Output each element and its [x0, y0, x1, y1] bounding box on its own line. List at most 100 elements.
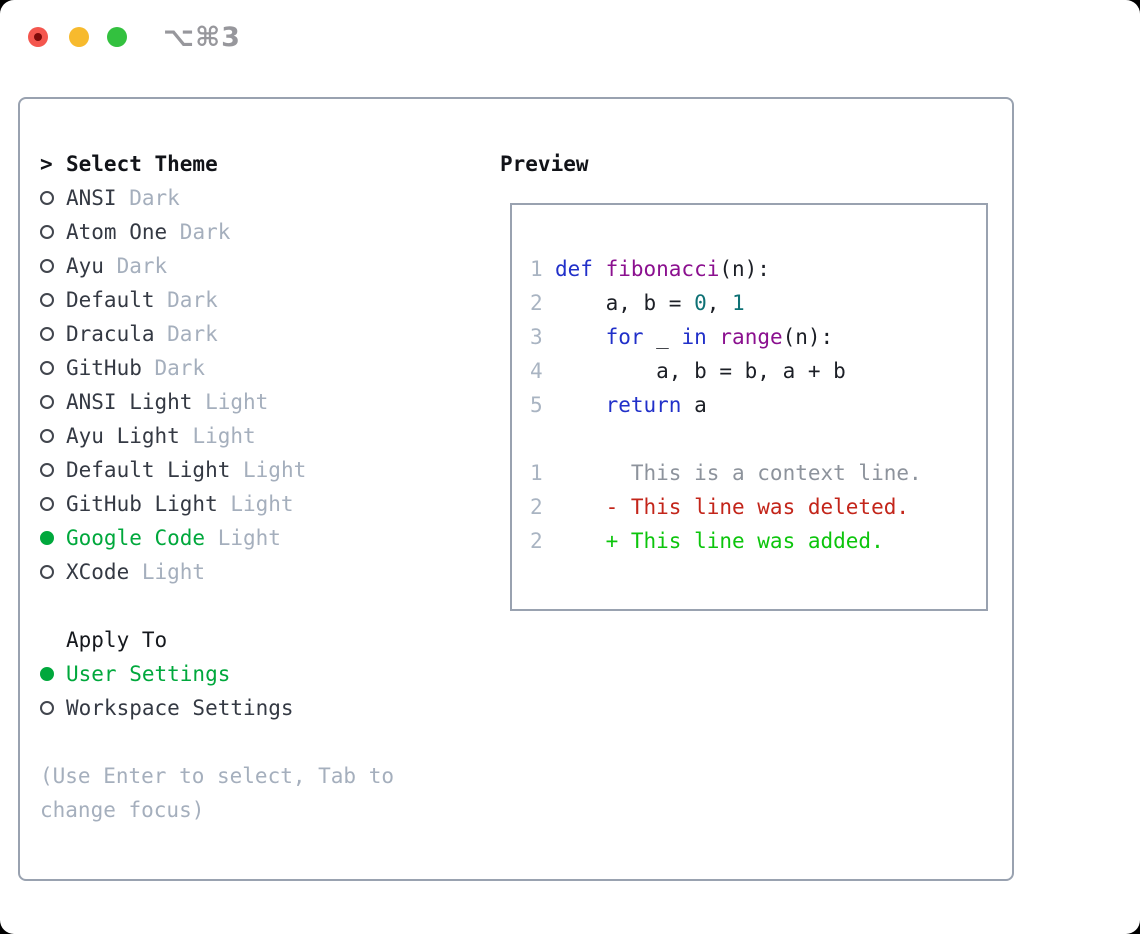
code-token-added: + This line was added.: [555, 529, 884, 553]
line-number: 1: [530, 257, 556, 281]
theme-option[interactable]: ANSI Light Light: [40, 385, 394, 419]
code-line: 4 a, b = b, a + b: [530, 354, 922, 388]
code-line: 2 - This line was deleted.: [530, 490, 922, 524]
theme-option[interactable]: Ayu Dark: [40, 249, 394, 283]
radio-icon: [40, 395, 54, 409]
radio-icon: [40, 259, 54, 273]
radio-icon: [40, 463, 54, 477]
radio-selected-icon: [40, 667, 54, 681]
theme-option[interactable]: Default Light Light: [40, 453, 394, 487]
code-line: 2 a, b = 0, 1: [530, 286, 922, 320]
theme-variant-label: Light: [129, 560, 206, 584]
theme-option[interactable]: GitHub Dark: [40, 351, 394, 385]
option-label: Ayu: [66, 254, 104, 278]
line-number: 2: [530, 291, 556, 315]
code-line: 3 for _ in range(n):: [530, 320, 922, 354]
option-label: XCode: [66, 560, 130, 584]
code-token-plain: _: [643, 325, 682, 349]
apply-to-option[interactable]: User Settings: [40, 657, 394, 691]
option-label: Workspace Settings: [66, 696, 294, 720]
option-label: GitHub: [66, 356, 142, 380]
option-label: Default: [66, 288, 155, 312]
theme-variant-label: Dark: [141, 356, 206, 380]
apply-to-label: Apply To: [66, 628, 168, 652]
window-title: ⌥⌘3: [163, 22, 241, 53]
theme-variant-label: Dark: [103, 254, 168, 278]
radio-icon: [40, 565, 54, 579]
theme-variant-label: Light: [179, 424, 256, 448]
theme-option[interactable]: Atom One Dark: [40, 215, 394, 249]
preview-title: Preview: [500, 152, 589, 176]
theme-option[interactable]: ANSI Dark: [40, 181, 394, 215]
code-token-plain: a: [681, 393, 707, 417]
option-label: User Settings: [66, 662, 231, 686]
close-button[interactable]: [28, 27, 48, 47]
code-token-plain: a, b =: [555, 291, 695, 315]
radio-icon: [40, 701, 54, 715]
help-text-line2: change focus): [40, 798, 205, 822]
line-number: [530, 422, 555, 456]
theme-variant-label: Dark: [167, 220, 231, 244]
theme-option[interactable]: Google Code Light: [40, 521, 394, 555]
code-token-deleted: - This line was deleted.: [555, 495, 910, 519]
option-label: Atom One: [66, 220, 168, 244]
code-line: 5 return a: [530, 388, 922, 422]
code-line: 1 This is a context line.: [530, 456, 922, 490]
code-token-plain: [555, 320, 606, 354]
theme-option[interactable]: Ayu Light Light: [40, 419, 394, 453]
radio-icon: [40, 429, 54, 443]
radio-icon: [40, 361, 54, 375]
spacer-row: [40, 725, 394, 759]
code-line: [530, 422, 922, 456]
code-token-number: 1: [732, 291, 745, 315]
line-number: 5: [530, 393, 556, 417]
code-token-keyword: def: [555, 257, 606, 281]
code-token-plain: (n):: [782, 325, 834, 349]
help-text-line1: (Use Enter to select, Tab to: [40, 764, 395, 788]
minimize-button[interactable]: [69, 27, 89, 47]
line-number: 2: [530, 529, 556, 553]
code-token-plain: ,: [706, 291, 733, 315]
theme-option[interactable]: GitHub Light Light: [40, 487, 394, 521]
theme-variant-label: Dark: [154, 322, 218, 346]
code-token-func: range: [719, 325, 783, 349]
line-number: 4: [530, 359, 556, 383]
theme-option[interactable]: Default Dark: [40, 283, 394, 317]
code-token-plain: [707, 320, 720, 354]
code-token-plain: [555, 388, 606, 422]
option-label: ANSI Light: [66, 390, 193, 414]
code-token-number: 0: [694, 291, 707, 315]
theme-variant-label: Light: [230, 458, 307, 482]
apply-to-header: Apply To: [40, 623, 394, 657]
theme-variant-label: Dark: [154, 288, 218, 312]
apply-to-option[interactable]: Workspace Settings: [40, 691, 394, 725]
line-number: 1: [530, 461, 556, 485]
code-token-keyword: return: [605, 393, 682, 417]
option-label: Dracula: [66, 322, 155, 346]
select-theme-label: Select Theme: [66, 152, 218, 176]
theme-variant-label: Light: [217, 492, 294, 516]
option-label: Default Light: [66, 458, 231, 482]
code-token-func: fibonacci: [605, 257, 720, 281]
focus-caret-icon: >: [40, 152, 53, 176]
radio-icon: [40, 225, 54, 239]
radio-icon: [40, 191, 54, 205]
theme-option[interactable]: XCode Light: [40, 555, 394, 589]
code-token-context: This is a context line.: [555, 461, 922, 485]
code-token-plain: a, b = b, a + b: [555, 359, 846, 383]
option-label: GitHub Light: [66, 492, 218, 516]
theme-option[interactable]: Dracula Dark: [40, 317, 394, 351]
theme-variant-label: Dark: [116, 186, 180, 210]
select-theme-header: > Select Theme: [40, 147, 394, 181]
line-number: 3: [530, 325, 556, 349]
code-line: 1 def fibonacci(n):: [530, 252, 922, 286]
spacer-row: [40, 589, 394, 623]
zoom-button[interactable]: [107, 27, 127, 47]
